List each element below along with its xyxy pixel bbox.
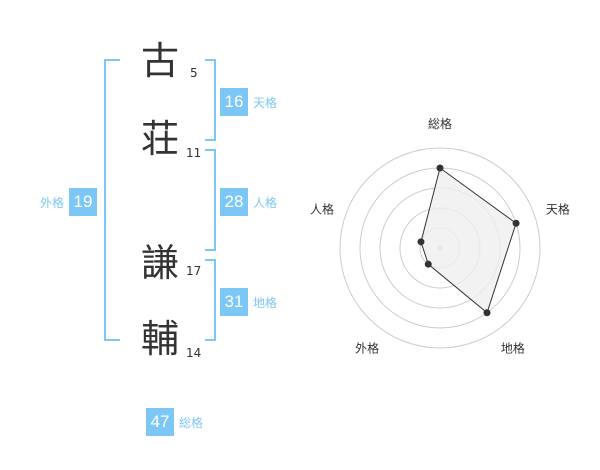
chikaku-badge: 31 地格 — [220, 288, 277, 316]
gaikaku-value: 19 — [69, 188, 98, 216]
radar-axis-label-2: 天格 — [546, 202, 570, 217]
radar-point-3 — [483, 309, 491, 317]
name-char-1: 古 — [140, 39, 179, 83]
chikaku-label: 地格 — [253, 295, 278, 310]
tenkaku-label: 天格 — [253, 95, 278, 110]
radar-axis-label-3: 地格 — [501, 340, 525, 355]
stroke-count-4: 14 — [186, 346, 202, 360]
jinkaku-badge: 28 人格 — [220, 188, 277, 216]
chikaku-bracket — [205, 259, 216, 341]
tenkaku-badge: 16 天格 — [220, 88, 277, 116]
radar-axis-label-5: 人格 — [310, 202, 334, 217]
chikaku-value: 31 — [220, 288, 248, 316]
radar-axis-label-1: 総格 — [428, 116, 452, 131]
soukaku-label: 総格 — [179, 415, 204, 430]
radar-ring — [339, 147, 541, 349]
stroke-count-1: 5 — [190, 66, 198, 80]
radar-point-2 — [512, 219, 520, 227]
soukaku-value: 47 — [146, 408, 174, 436]
stroke-count-3: 17 — [186, 264, 202, 278]
name-char-4: 輔 — [140, 317, 179, 361]
jinkaku-bracket — [205, 149, 216, 251]
jinkaku-label: 人格 — [253, 195, 278, 210]
radar-point-5 — [417, 238, 425, 246]
tenkaku-bracket — [205, 59, 216, 141]
gaikaku-bracket — [104, 59, 120, 341]
radar-series-polygon — [420, 167, 517, 314]
gaikaku-label: 外格 — [40, 195, 65, 210]
tenkaku-value: 16 — [220, 88, 248, 116]
radar-point-4 — [424, 260, 432, 268]
name-char-3: 謙 — [140, 241, 179, 285]
radar-axis-label-4: 外格 — [355, 340, 379, 355]
stroke-count-2: 11 — [186, 146, 202, 160]
radar-point-1 — [436, 164, 444, 172]
name-char-2: 荘 — [140, 117, 179, 161]
soukaku-badge: 47 総格 — [146, 408, 203, 436]
jinkaku-value: 28 — [220, 188, 248, 216]
gaikaku-badge: 外格 19 — [40, 188, 98, 216]
